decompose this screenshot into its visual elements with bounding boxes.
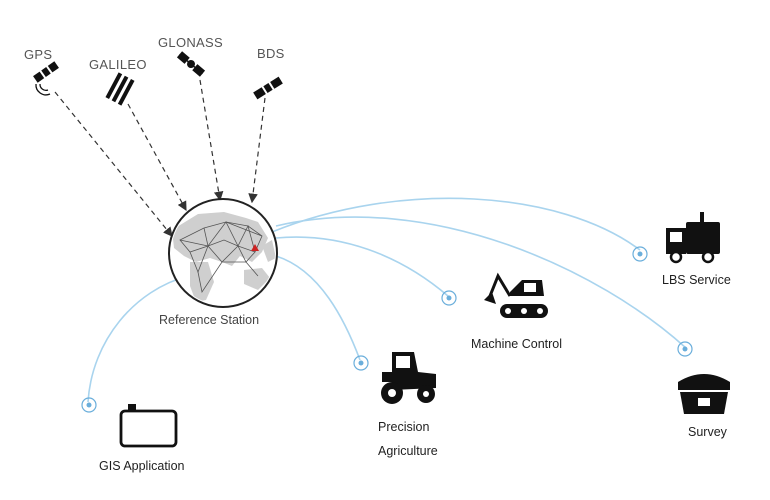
signal-rings [81,246,693,413]
link-lbs [271,197,641,251]
gps-satellite-icon [33,61,59,83]
glonass-label: GLONASS [158,35,223,50]
link-survey [275,216,687,349]
truck-icon [666,212,720,264]
excavator-icon [484,272,548,318]
link-agriculture [275,255,361,361]
tractor-icon [381,352,436,404]
signal-ring-survey [677,341,693,357]
lbs-service-label: LBS Service [662,273,731,287]
galileo-satellite-icon [105,72,135,106]
gps-label: GPS [24,47,53,62]
signal-ring-gis [81,397,97,413]
link-gis [87,275,189,403]
signal-ring-lbs [632,246,648,262]
machine-control-label: Machine Control [471,337,563,351]
gis-application-label: GIS Application [99,459,185,473]
gnss-receiver-icon [678,374,730,414]
signal-ring-machine [441,290,457,306]
precision-agriculture-label-line1: Precision [378,420,430,434]
station-network-lines [179,221,263,294]
survey-label: Survey [688,425,727,439]
glonass-signal-line [199,79,224,202]
signal-ring-agriculture [353,355,369,371]
tablet-icon [119,404,178,448]
correction-links [87,197,687,403]
reference-station-label: Reference Station [159,313,260,327]
gps-antenna-waves-icon [35,83,51,96]
satellite-signal-lines [54,79,266,237]
reference-station-globe [168,198,278,308]
bds-label: BDS [257,46,285,61]
precision-agriculture-label-line2: Agriculture [378,444,438,458]
station-marker-icon [251,244,259,251]
galileo-signal-line [127,103,187,212]
bds-signal-line [248,97,266,204]
link-machine [275,236,449,297]
gps-signal-line [54,91,173,237]
bds-satellite-icon [253,76,283,100]
glonass-satellite-icon [176,51,206,77]
galileo-label: GALILEO [89,57,147,72]
